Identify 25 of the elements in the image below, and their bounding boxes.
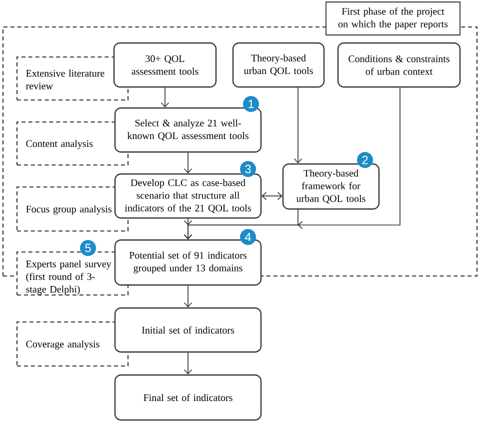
process-box: Initial set of indicators: [114, 307, 262, 353]
process-box: Develop CLC as case-based scenario that structure all indicators of the 21 QOL tools: [114, 173, 262, 219]
double-arrow: [262, 192, 282, 200]
process-box: Final set of indicators: [114, 374, 262, 421]
method-box: Content analysis: [16, 121, 129, 166]
arrow: [184, 352, 192, 374]
process-box: Conditions & constraints of urban context: [337, 42, 461, 88]
arrow: [184, 285, 192, 308]
arrow: [160, 87, 170, 108]
step-badge: 3: [240, 161, 256, 177]
process-box: Select & analyze 21 well-known QOL assessment tools: [114, 107, 262, 153]
method-box: Coverage analysis: [16, 321, 129, 367]
arrow: [184, 152, 192, 174]
method-box: Experts panel survey (first round of 3-stage Delphi): [16, 251, 129, 296]
arrow: [294, 87, 302, 164]
process-box: 30+ QOL assessment tools: [113, 42, 217, 88]
step-badge: 4: [240, 229, 256, 245]
method-box: Extensive literature review: [16, 56, 129, 101]
step-badge: 2: [357, 152, 373, 168]
step-badge: 5: [80, 240, 96, 256]
process-box: Theory-based framework for urban QOL tools: [282, 163, 380, 210]
phase-label: First phase of the project on which the paper reports: [326, 2, 460, 36]
process-box: Theory-based urban QOL tools: [232, 42, 325, 88]
step-badge: 1: [243, 96, 259, 112]
arrow: [184, 87, 400, 240]
